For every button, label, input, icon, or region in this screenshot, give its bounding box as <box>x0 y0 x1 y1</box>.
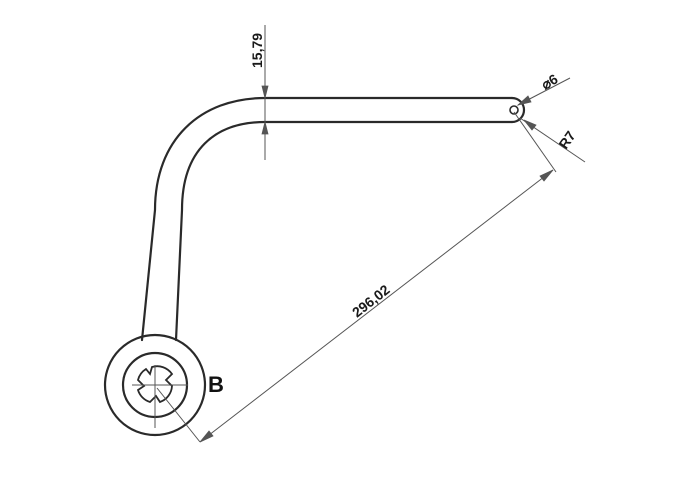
hole-diameter-dimension: ⌀6 <box>516 71 571 106</box>
thickness-label: 15,79 <box>249 33 265 68</box>
thickness-dimension: 15,79 <box>249 25 269 160</box>
lever-outline <box>140 96 526 342</box>
boss <box>103 333 207 437</box>
end-radius-label: R7 <box>555 128 578 152</box>
end-radius-dimension: R7 <box>519 117 586 163</box>
length-label: 296,02 <box>349 281 393 320</box>
hole-diameter-label: ⌀6 <box>539 71 561 93</box>
section-label: B <box>208 372 224 397</box>
